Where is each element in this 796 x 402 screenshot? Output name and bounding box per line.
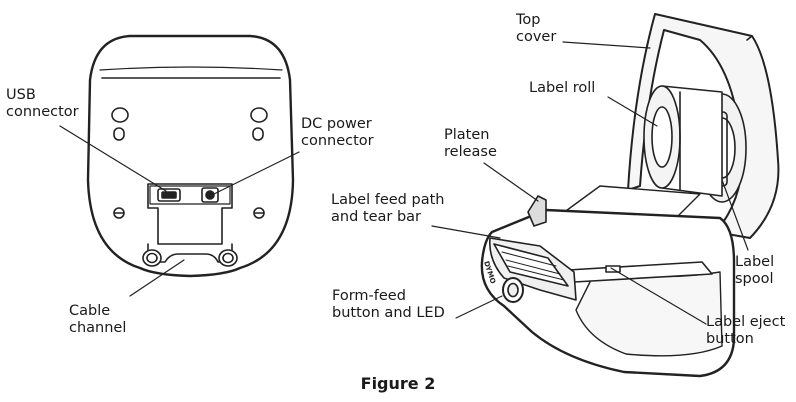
platen-release-lever: [527, 195, 547, 227]
usb-port-icon: [157, 188, 181, 202]
figure-caption: Figure 2: [360, 374, 436, 393]
form-feed-label-line-1: Form-feed: [332, 288, 406, 304]
label-spool-label-line-1: Label: [735, 254, 775, 270]
label-roll-label-line-1: Label roll: [529, 80, 596, 96]
leader-eject: [610, 267, 707, 325]
leader-label-spool: [721, 179, 749, 251]
eject-label-line-2: button: [706, 331, 754, 347]
cable-channel-label-line-2: channel: [69, 320, 127, 336]
leader-feed-path: [431, 225, 501, 239]
usb-connector-label: USB connector: [6, 87, 79, 121]
cable-channel-shape: [147, 243, 233, 263]
bottom-screw-right: [253, 207, 265, 219]
label-roll-label: Label roll: [529, 80, 595, 97]
dc-port-icon: [201, 187, 219, 203]
usb-connector-label-line-1: USB: [6, 87, 36, 103]
feed-path-label-line-2: and tear bar: [331, 209, 422, 225]
label-spool-label-line-2: spool: [735, 271, 774, 287]
leader-lines: [59, 41, 749, 325]
label-feed-path-label: Label feed path and tear bar: [331, 192, 444, 226]
bottom-foot-right: [250, 107, 268, 141]
cable-exit-right: [218, 249, 238, 267]
printer-open-view: DYMO: [480, 13, 780, 378]
leader-dc-power: [213, 151, 300, 195]
leader-cable-channel: [129, 259, 185, 297]
platen-release-label: Platen release: [444, 127, 497, 161]
dc-power-label-line-1: DC power: [301, 116, 372, 132]
leader-form-feed: [455, 295, 503, 319]
top-cover-label: Top cover: [516, 12, 556, 46]
leader-label-roll: [607, 96, 658, 127]
dc-power-label-line-2: connector: [301, 133, 374, 149]
bottom-screw-left: [113, 207, 125, 219]
printer-bottom-view: [86, 34, 295, 278]
form-feed-label: Form-feed button and LED: [332, 288, 445, 322]
platen-release-label-line-2: release: [444, 144, 497, 160]
label-eject-label: Label eject button: [706, 314, 785, 348]
cable-channel-label: Cable channel: [69, 303, 126, 337]
form-feed-label-line-2: button and LED: [332, 305, 445, 321]
top-cover-label-line-2: cover: [516, 29, 557, 45]
eject-label-line-1: Label eject: [706, 314, 786, 330]
bottom-foot-left: [111, 107, 129, 141]
top-cover-label-line-1: Top: [516, 12, 541, 28]
leader-usb: [59, 125, 167, 192]
label-spool-label: Label spool: [735, 254, 774, 288]
cable-exit-left: [142, 249, 162, 267]
platen-release-label-line-1: Platen: [444, 127, 490, 143]
label-roll-shape: [643, 85, 723, 197]
dc-power-connector-label: DC power connector: [301, 116, 374, 150]
cable-channel-label-line-1: Cable: [69, 303, 111, 319]
feed-path-label-line-1: Label feed path: [331, 192, 445, 208]
usb-connector-label-line-2: connector: [6, 104, 79, 120]
leader-platen-release: [483, 162, 539, 202]
form-feed-button-shape: [502, 277, 524, 303]
leader-top-cover: [562, 41, 651, 49]
bottom-body-outline: [86, 34, 295, 278]
